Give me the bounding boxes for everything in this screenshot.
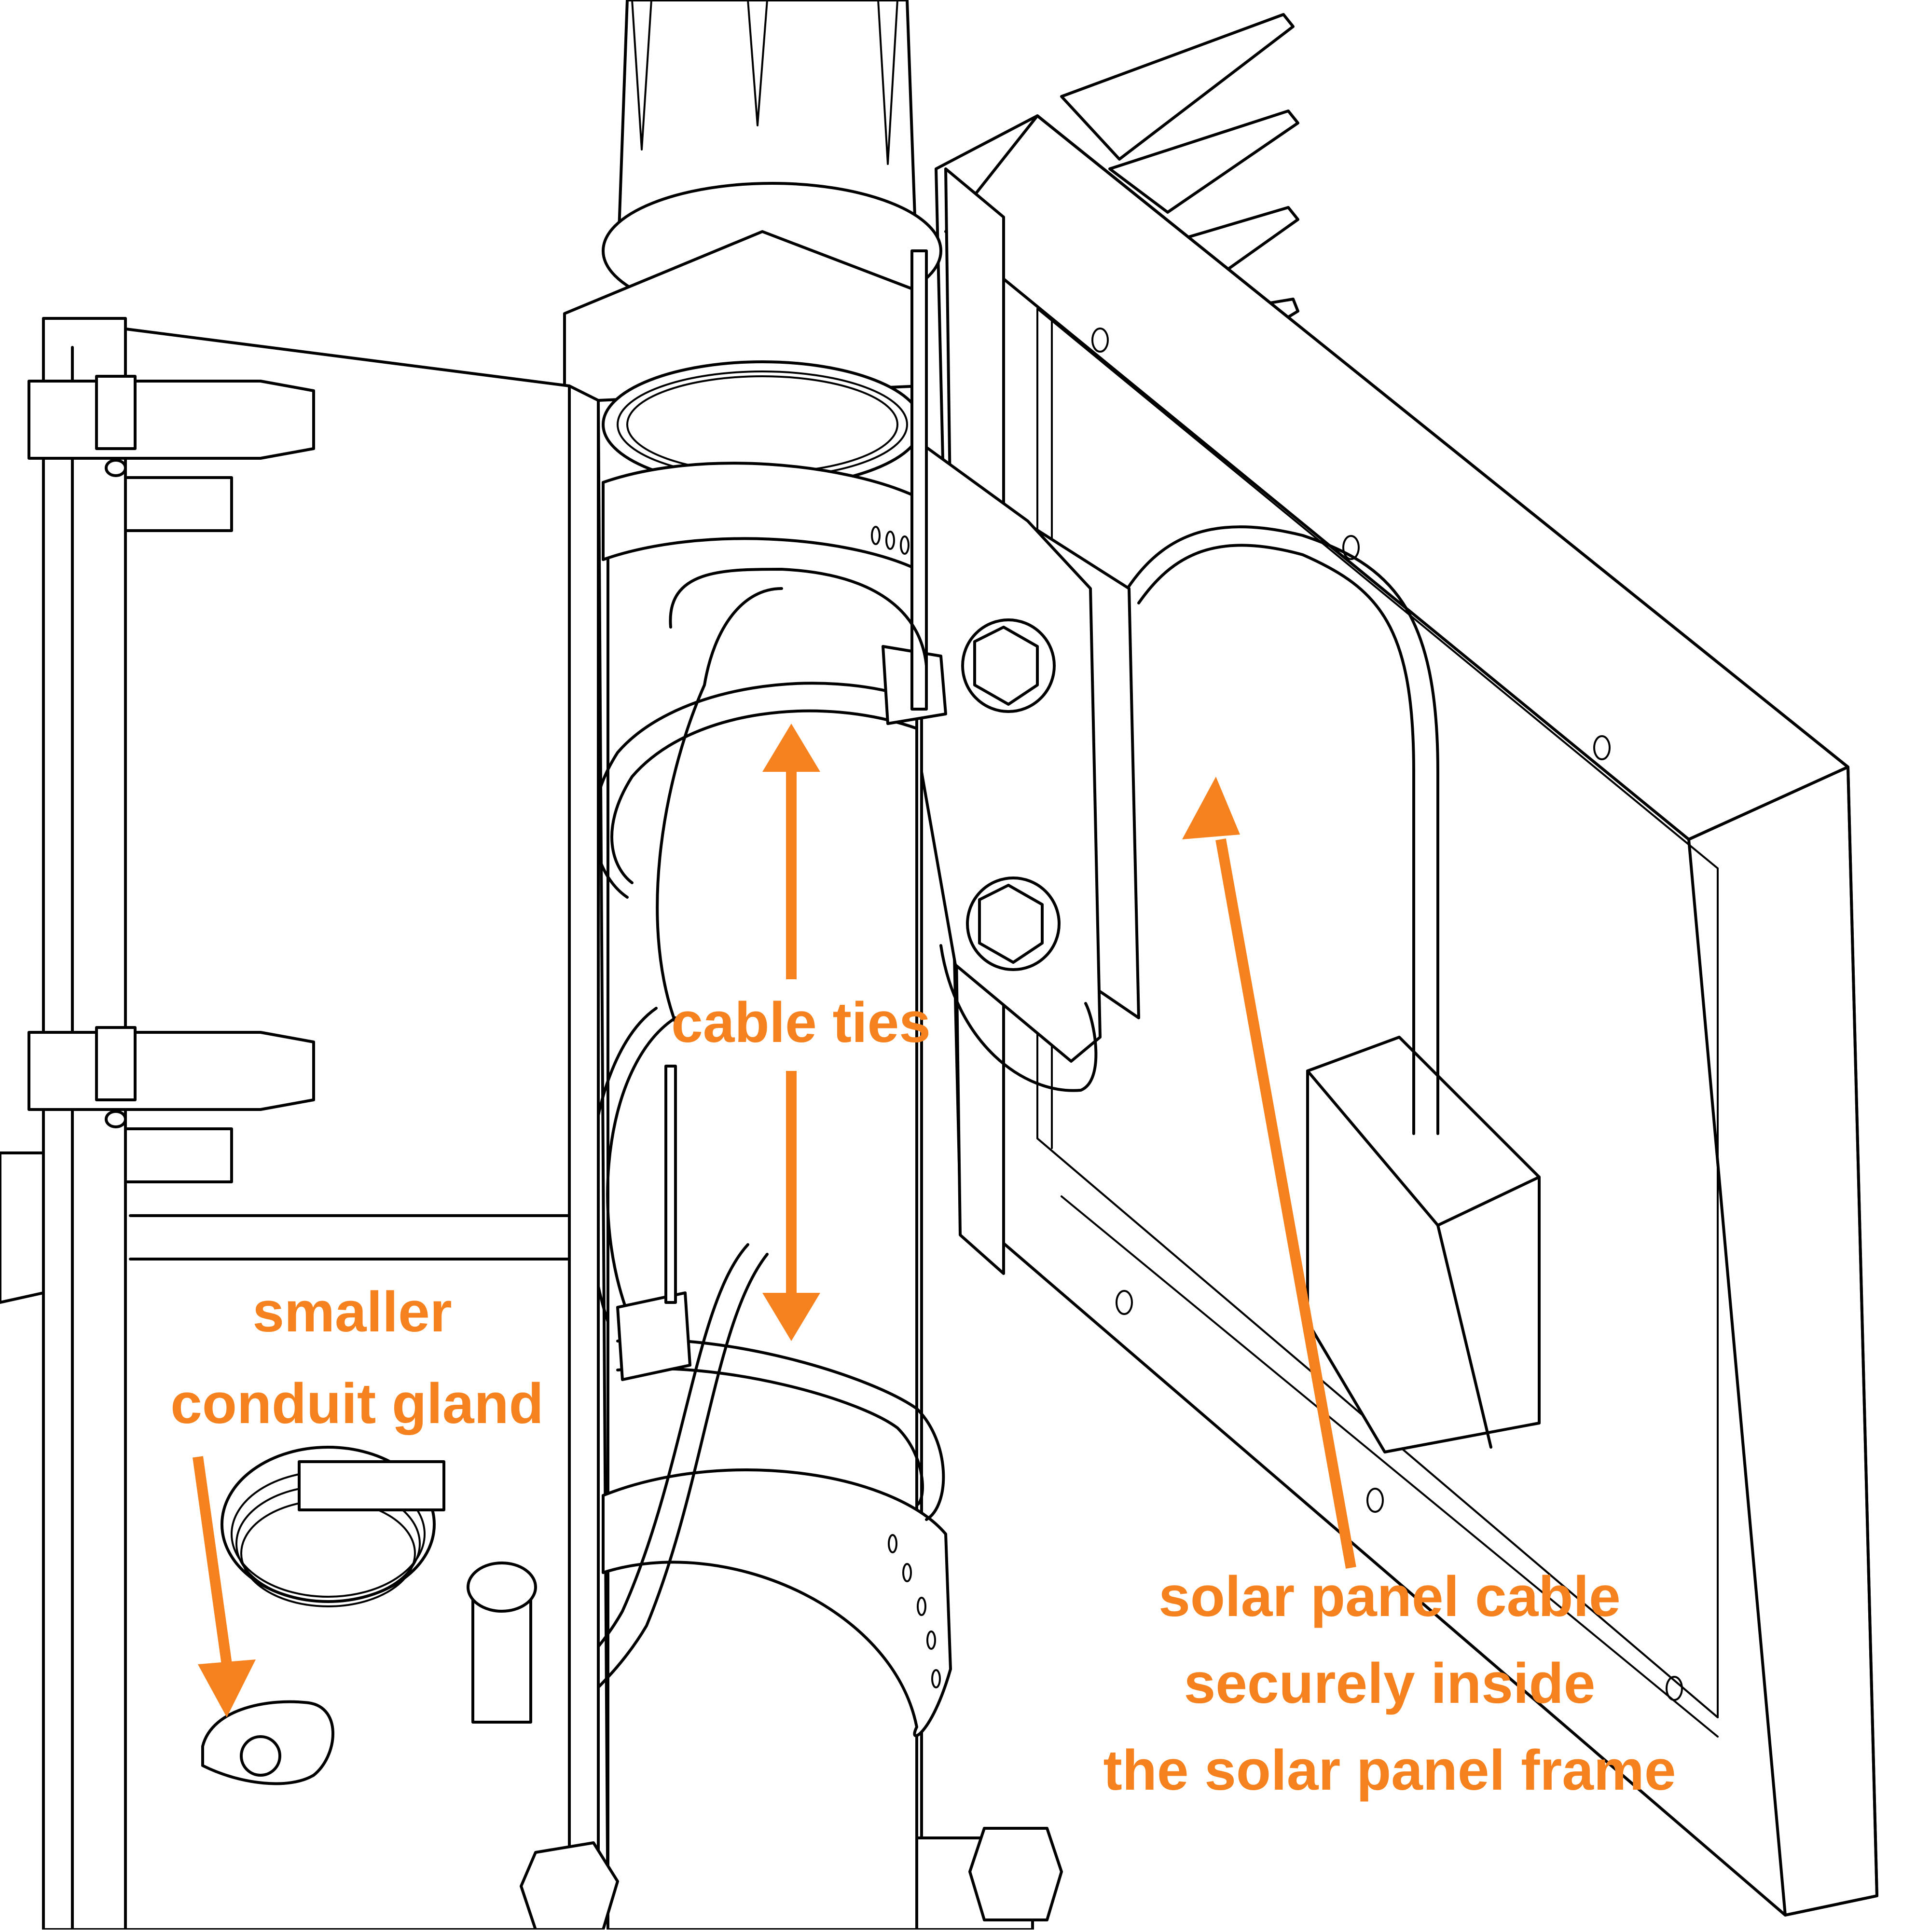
bracket-bolt-upper — [961, 618, 1056, 713]
smaller-conduit-gland — [201, 1700, 334, 1785]
cable-ties-arrowhead-up — [762, 724, 820, 772]
solar-cable-arrow-line — [1215, 838, 1356, 1569]
cable-ties-arrowhead-down — [762, 1293, 820, 1341]
label-conduit-gland-1: smaller — [252, 1280, 452, 1344]
mounting-pole — [563, 0, 1063, 1931]
bracket-bolt-lower — [966, 877, 1061, 971]
large-conduit-gland — [221, 1446, 445, 1607]
label-solar-cable-3: the solar panel frame — [1103, 1739, 1676, 1802]
label-solar-cable-2: securely inside — [1184, 1652, 1596, 1715]
enclosure-box — [0, 317, 619, 1931]
enclosure-screw-post — [467, 1562, 537, 1724]
panel-mounting-holes — [1091, 328, 1683, 1701]
solar-cable-arrowhead — [1182, 777, 1240, 839]
enclosure-bottom-nut — [520, 1841, 619, 1931]
enclosure-latch-upper — [28, 375, 315, 532]
annotation-arrows — [193, 724, 1356, 1717]
gland-arrow-line — [193, 1456, 232, 1665]
solar-panel-cable-inner — [1137, 544, 1415, 1135]
pole-bottom-bolt — [915, 1827, 1063, 1931]
label-cable-ties: cable ties — [671, 991, 931, 1055]
hose-clamp-lower — [602, 1468, 952, 1738]
enclosure-door-edge — [42, 317, 127, 1931]
label-solar-cable-1: solar panel cable — [1158, 1565, 1621, 1629]
gland-arrowhead — [198, 1659, 256, 1717]
enclosure-latch-lower — [28, 1026, 315, 1183]
annotation-labels: cable ties smaller conduit gland solar p… — [170, 991, 1676, 1802]
label-conduit-gland-2: conduit gland — [170, 1372, 543, 1436]
cable-tie-lower — [616, 1065, 945, 1521]
cable-tie-upper — [592, 249, 947, 899]
panel-frame-right-edge — [1687, 766, 1878, 1917]
mount-bracket — [920, 167, 1140, 1275]
